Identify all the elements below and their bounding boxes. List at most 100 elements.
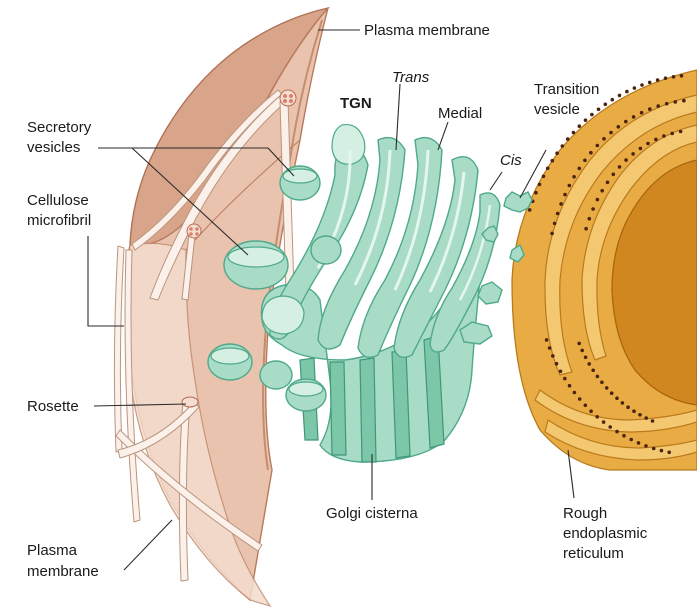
label-tgn: TGN	[340, 95, 372, 112]
ribosome-dot	[573, 391, 577, 395]
ribosome-dot	[550, 232, 554, 236]
ribosome-dot	[629, 438, 633, 442]
ribosome-dot	[602, 420, 606, 424]
ribosome-dot	[664, 76, 668, 80]
ribosome-dot	[584, 227, 588, 231]
ribosome-dot	[617, 125, 621, 129]
ribosome-dot	[624, 158, 628, 162]
ribosome-dot	[680, 74, 684, 78]
ribosome-dot	[600, 381, 604, 385]
ribosome-dot	[646, 142, 650, 146]
ribosome-dot	[595, 415, 599, 419]
ribosome-dot	[608, 425, 612, 429]
ribosome-dot	[555, 362, 559, 366]
ribosome-dot	[656, 78, 660, 82]
rough-er	[512, 70, 697, 470]
ribosome-dot	[551, 159, 555, 163]
ribosome-dot	[584, 118, 588, 122]
ribosome-dot	[640, 83, 644, 87]
ribosome-dot	[551, 354, 555, 358]
label-golgi-cisterna: Golgi cisterna	[326, 505, 418, 522]
ribosome-dot	[578, 167, 582, 171]
ribosome-dot	[563, 377, 567, 381]
label-cellulose-microfibril-2: microfibril	[27, 212, 91, 229]
ribosome-dot	[559, 370, 563, 374]
ribosome-dot	[648, 107, 652, 111]
ribosome-dot	[662, 134, 666, 138]
ribosome-dot	[652, 447, 656, 451]
ribosome-dot	[670, 132, 674, 136]
label-rough-er-2: endoplasmic	[563, 525, 648, 542]
ribosome-dot	[545, 338, 549, 342]
ribosome-dot	[633, 86, 637, 90]
ribosome-dot	[584, 356, 588, 360]
ribosome-dot	[639, 147, 643, 151]
ribosome-dot	[609, 131, 613, 135]
ribosome-dot	[660, 449, 664, 453]
ribosome-dot	[610, 391, 614, 395]
ribosome-dot	[640, 111, 644, 115]
ribosome-dot	[591, 207, 595, 211]
ribosome-dot	[597, 108, 601, 112]
ribosome-dot	[632, 115, 636, 119]
label-plasma-membrane-bottom-1: Plasma	[27, 542, 78, 559]
ribosome-dot	[577, 342, 581, 346]
ribosome-dot	[604, 103, 608, 107]
ribosome-dot	[563, 193, 567, 197]
ribosome-dot	[559, 202, 563, 206]
ribosome-dot	[626, 405, 630, 409]
ribosome-dot	[580, 349, 584, 353]
ribosome-dot	[596, 198, 600, 202]
ribosome-dot	[589, 409, 593, 413]
ribosome-dot	[644, 416, 648, 420]
ribosome-dot	[591, 369, 595, 373]
label-secretory-vesicles-1: Secretory	[27, 119, 92, 136]
label-rough-er-3: reticulum	[563, 545, 624, 562]
ribosome-dot	[542, 175, 546, 179]
ribosome-dot	[600, 189, 604, 193]
ribosome-dot	[548, 346, 552, 350]
ribosome-dot	[606, 181, 610, 185]
ribosome-dot	[611, 98, 615, 102]
label-cellulose-microfibril-1: Cellulose	[27, 192, 89, 209]
label-plasma-membrane-top: Plasma membrane	[364, 22, 490, 39]
ribosome-dot	[679, 130, 683, 134]
ribosome-dot	[588, 217, 592, 221]
ribosome-dot	[625, 90, 629, 94]
ribosome-dot	[648, 81, 652, 85]
ribosome-dot	[638, 413, 642, 417]
label-secretory-vesicles-2: vesicles	[27, 139, 80, 156]
ribosome-dot	[631, 152, 635, 156]
ribosome-dot	[644, 444, 648, 448]
label-trans: Trans	[392, 69, 430, 86]
ribosome-dot	[672, 75, 676, 79]
ribosome-dot	[622, 434, 626, 438]
ribosome-dot	[568, 384, 572, 388]
label-transition-vesicle-1: Transition	[534, 81, 599, 98]
ribosome-dot	[578, 124, 582, 128]
ribosome-dot	[572, 131, 576, 135]
label-plasma-membrane-bottom-2: membrane	[27, 563, 99, 580]
label-rosette: Rosette	[27, 398, 79, 415]
ribosome-dot	[602, 137, 606, 141]
label-transition-vesicle-2: vesicle	[534, 101, 580, 118]
ribosome-dot	[605, 386, 609, 390]
ribosome-dot	[538, 183, 542, 187]
ribosome-dot	[621, 401, 625, 405]
ribosome-dot	[682, 99, 686, 103]
ribosome-dot	[615, 430, 619, 434]
ribosome-dot	[615, 396, 619, 400]
ribosome-dot	[656, 104, 660, 108]
ribosome-dot	[561, 144, 565, 148]
ribosome-dot	[674, 100, 678, 104]
ribosome-dot	[667, 451, 671, 455]
ribosome-dot	[555, 151, 559, 155]
ribosome-dot	[587, 362, 591, 366]
ribosome-dot	[612, 173, 616, 177]
ribosome-dot	[589, 151, 593, 155]
label-cis: Cis	[500, 152, 522, 169]
ribosome-dot	[566, 137, 570, 141]
ribosome-dot	[578, 397, 582, 401]
ribosome-dot	[624, 120, 628, 124]
